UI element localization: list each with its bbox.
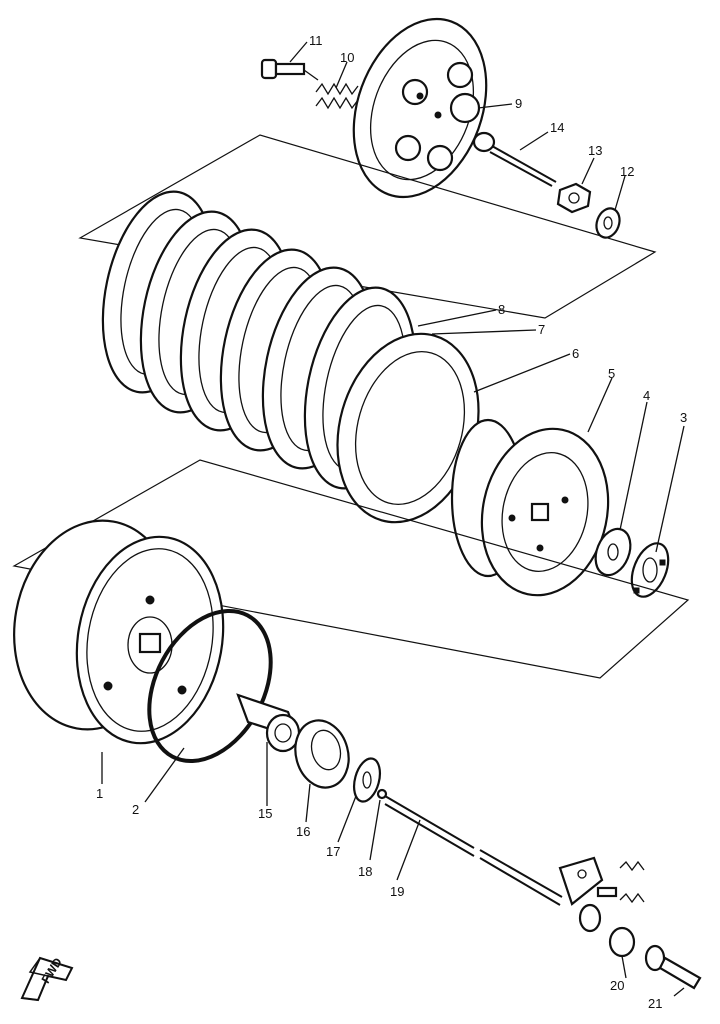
push-rod-long: [384, 795, 563, 906]
primary-driven-gear: [13, 519, 225, 745]
friction-plates: [101, 190, 480, 524]
thrust-washer: [594, 527, 632, 577]
callout-21: 21: [648, 996, 662, 1011]
callout-19: 19: [390, 884, 404, 899]
callout-17: 17: [326, 844, 340, 859]
callout-6: 6: [572, 346, 579, 361]
lock-nut: [556, 182, 592, 214]
callout-8: 8: [498, 302, 505, 317]
callout-1: 1: [96, 786, 103, 801]
callout-20: 20: [610, 978, 624, 993]
callout-16: 16: [296, 824, 310, 839]
callout-11: 11: [309, 33, 323, 48]
callout-14: 14: [550, 120, 564, 135]
callout-10: 10: [340, 50, 354, 65]
fwd-arrow-icon: FWD: [20, 955, 74, 1002]
callout-12: 12: [620, 164, 634, 179]
clutch-bolt: [260, 58, 319, 81]
callout-5: 5: [608, 366, 615, 381]
push-rod-short: [472, 131, 557, 187]
callout-7: 7: [538, 322, 545, 337]
lock-washer: [630, 542, 670, 598]
leader-lines: [101, 41, 685, 997]
clutch-spring: [315, 82, 359, 110]
pressure-plate: [352, 17, 488, 199]
callouts: 1 2 3 4 5 6 7 8 9 10 11 12 13 14 15 16 1…: [96, 33, 687, 1011]
adjuster-washer: [595, 207, 621, 239]
pinion-gear: [294, 719, 350, 789]
sleeve: [236, 693, 301, 753]
callout-4: 4: [643, 388, 650, 403]
housing-group-outline: [12, 459, 690, 679]
callout-3: 3: [680, 410, 687, 425]
callout-13: 13: [588, 143, 602, 158]
callout-9: 9: [515, 96, 522, 111]
callout-15: 15: [258, 806, 272, 821]
spacer-washer: [352, 757, 382, 803]
release-mechanism: [558, 856, 645, 933]
callout-2: 2: [132, 802, 139, 817]
steel-ball: [376, 788, 388, 800]
clutch-boss: [450, 418, 610, 597]
callout-18: 18: [358, 864, 372, 879]
